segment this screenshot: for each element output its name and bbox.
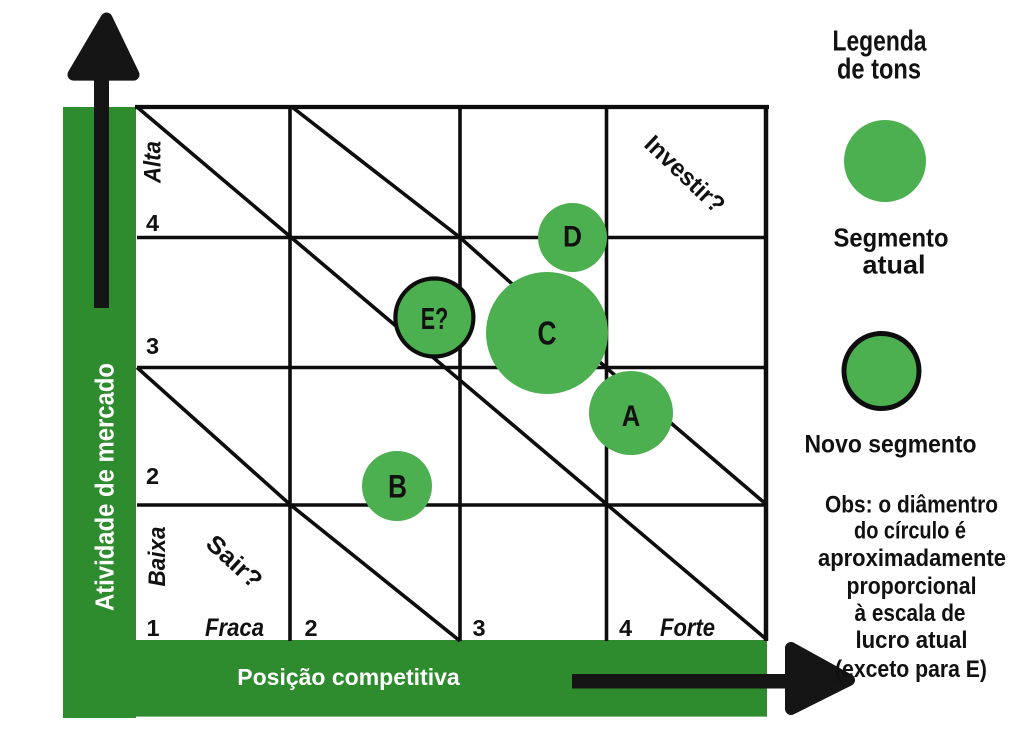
svg-text:de tons: de tons (837, 54, 921, 86)
svg-text:Novo segmento: Novo segmento (805, 431, 977, 459)
svg-text:Atividade de mercado: Atividade de mercado (92, 363, 120, 611)
svg-text:2: 2 (304, 615, 317, 641)
svg-text:4: 4 (619, 615, 632, 641)
svg-text:proporcional: proporcional (847, 573, 977, 600)
svg-text:lucro atual: lucro atual (856, 627, 968, 654)
svg-text:aproximadamente: aproximadamente (818, 545, 1006, 572)
svg-text:4: 4 (146, 210, 159, 236)
svg-text:Segmento: Segmento (834, 223, 949, 253)
svg-text:B: B (388, 469, 407, 505)
svg-text:Investir?: Investir? (639, 131, 730, 219)
svg-text:E?: E? (421, 302, 449, 336)
svg-text:à escala de: à escala de (855, 600, 966, 627)
svg-text:Forte: Forte (660, 614, 715, 642)
svg-text:(exceto para E): (exceto para E) (835, 656, 987, 683)
svg-text:do círculo é: do círculo é (854, 518, 966, 545)
svg-text:Baixa: Baixa (144, 527, 171, 587)
svg-text:3: 3 (472, 615, 485, 641)
svg-text:Sair?: Sair? (200, 530, 267, 594)
svg-text:Fraca: Fraca (205, 614, 264, 642)
svg-text:3: 3 (146, 333, 159, 359)
svg-text:Legenda: Legenda (833, 26, 928, 58)
svg-text:Obs: o diâmentro: Obs: o diâmentro (825, 492, 998, 519)
svg-text:A: A (622, 400, 641, 433)
svg-text:1: 1 (146, 615, 159, 641)
svg-text:2: 2 (146, 463, 159, 489)
svg-text:Posição competitiva: Posição competitiva (237, 664, 460, 690)
svg-text:D: D (563, 221, 582, 254)
svg-text:Alta: Alta (140, 141, 167, 184)
svg-text:atual: atual (863, 250, 926, 280)
svg-text:C: C (538, 315, 557, 352)
